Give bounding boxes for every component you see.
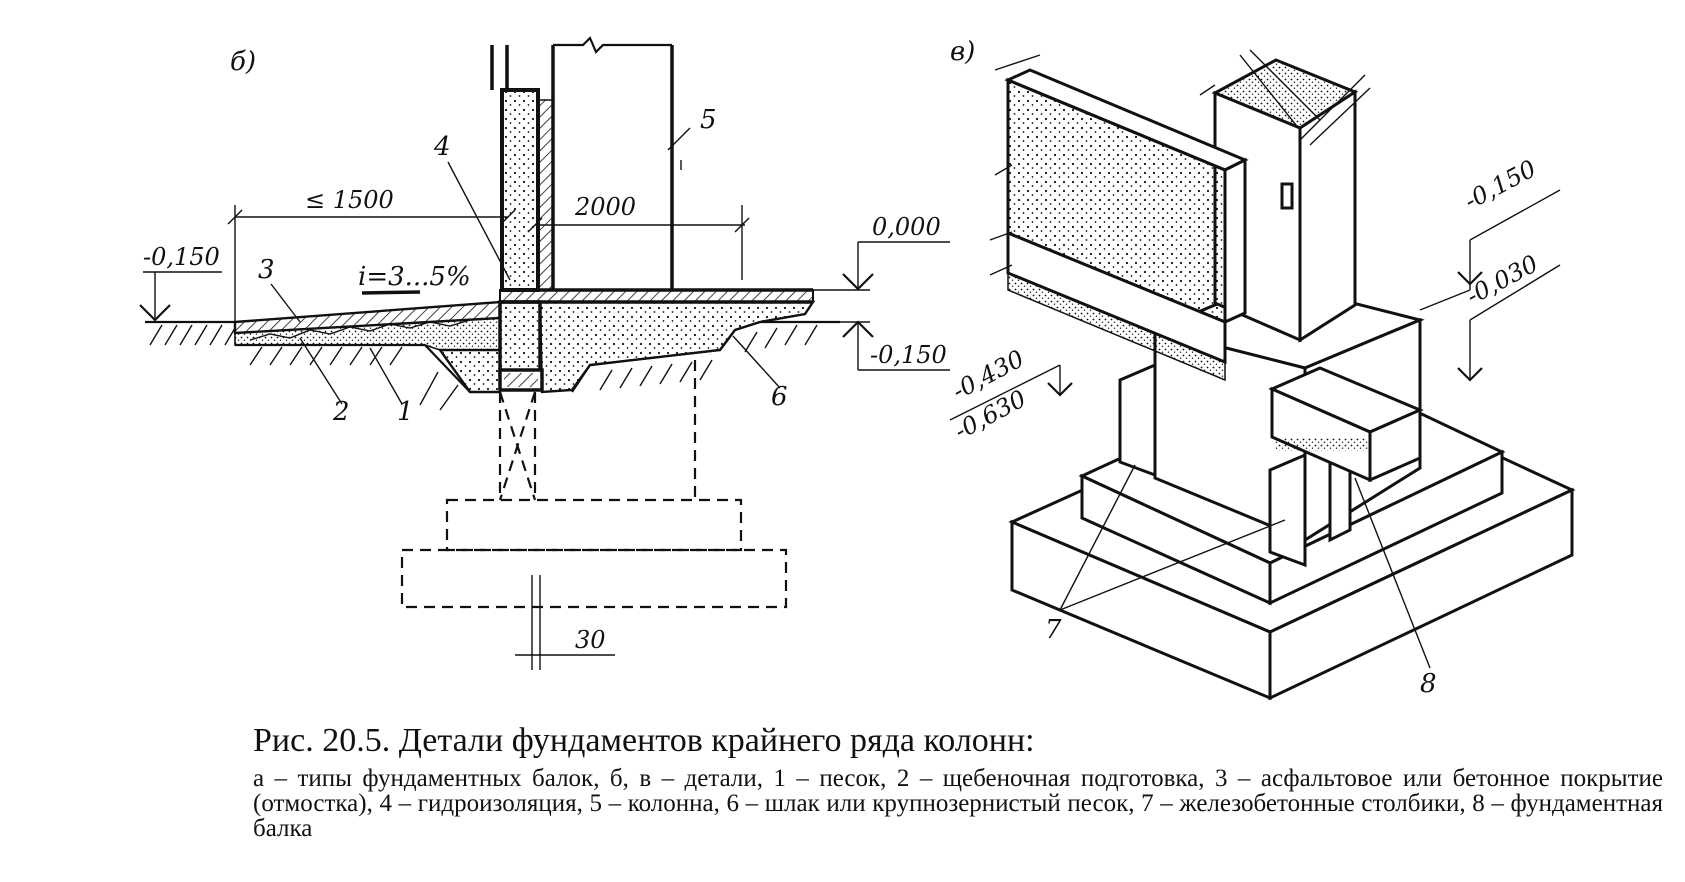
callout-4: 4 [433,132,451,162]
blind-area [233,300,502,351]
ground [145,320,840,411]
wall-section [500,88,554,292]
dimensions-b: ≤ 1500 2000 i=3...5% -0,150 0,000 [139,186,950,656]
level-right-minus-0150: -0,150 [870,341,947,369]
caption-title: Рис. 20.5. Детали фундаментов крайнего р… [253,722,1035,759]
floor-slab [499,288,814,304]
level-v-minus-0030: -0,030 [1462,250,1543,311]
level-v-minus-0150: -0,150 [1460,155,1541,216]
callout-1: 1 [397,397,414,427]
dim-30: 30 [575,626,606,654]
detail-b-label: б) [230,47,256,77]
slope-label: i=3...5% [358,262,471,292]
dim-2000: 2000 [574,193,636,221]
figure-drawing: б) [139,36,1576,701]
callout-3: 3 [258,255,275,285]
callout-5: 5 [700,105,717,135]
level-0000: 0,000 [872,213,941,241]
level-left-minus-0150: -0,150 [143,243,220,271]
foundation-beam [498,300,544,392]
dim-1500: ≤ 1500 [305,186,394,214]
leaders-b [270,127,781,405]
callout-6: 6 [771,382,788,412]
callout-2: 2 [332,397,350,427]
callout-8: 8 [1420,669,1437,699]
figure-caption: Рис. 20.5. Детали фундаментов крайнего р… [253,722,1663,841]
wall-panel [989,54,1249,382]
detail-b: б) [139,36,950,670]
dashed-foundation [400,360,788,670]
dimensions-v [949,189,1561,421]
caption-text: а – типы фундаментных балок, б, в – дета… [253,765,1663,842]
rc-posts [1118,362,1352,568]
foundation-beam-v [1268,366,1424,483]
leaders-v [1059,464,1431,669]
detail-v: в) [948,37,1576,701]
callout-7: 7 [1045,615,1062,645]
detail-v-label: в) [950,37,975,67]
